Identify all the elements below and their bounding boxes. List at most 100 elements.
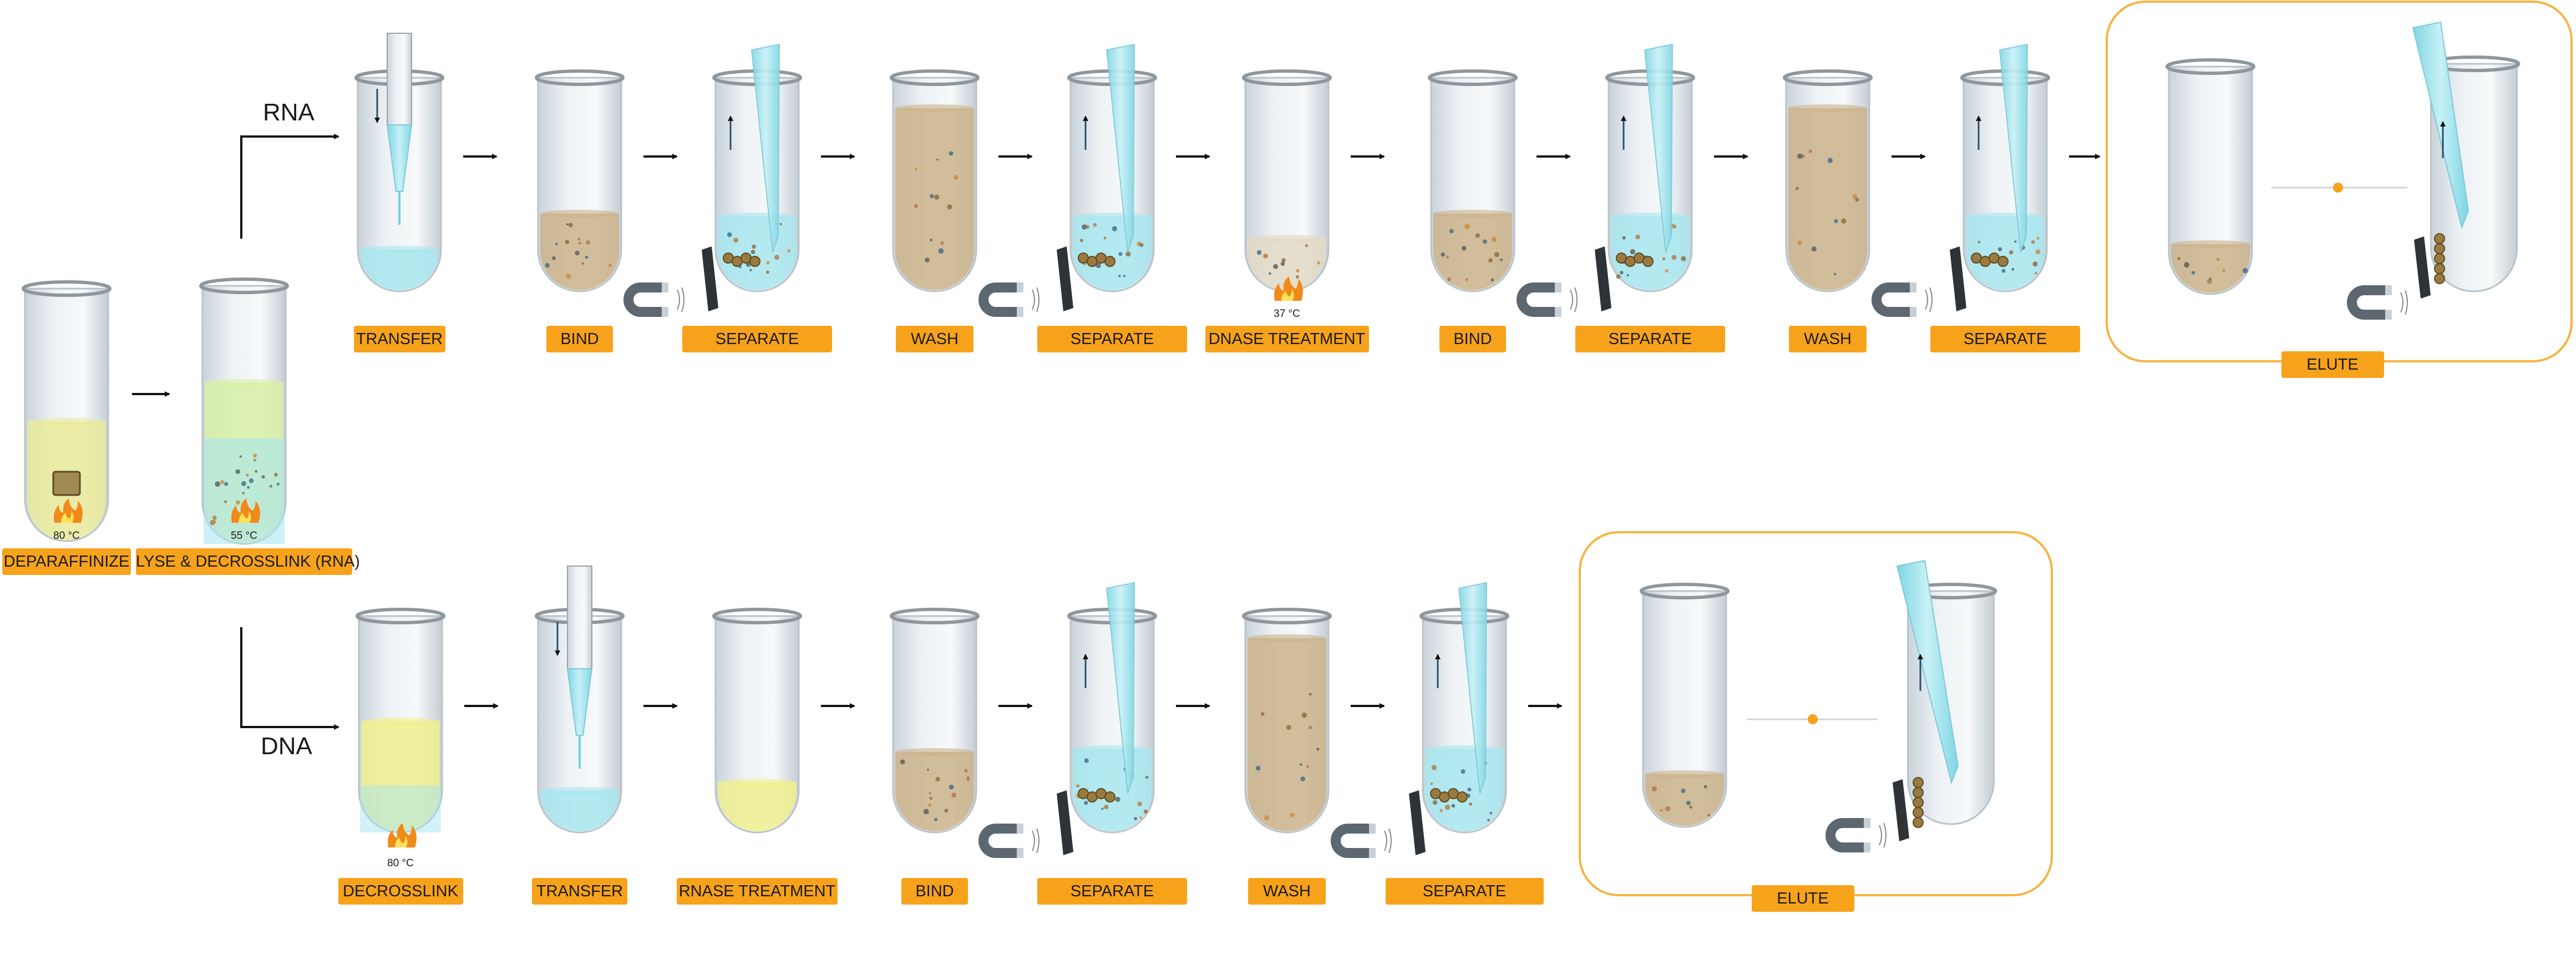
magnet-pole <box>2385 285 2392 295</box>
tissue-sample <box>52 471 81 496</box>
magnet-icon <box>2347 285 2408 320</box>
particle <box>586 240 591 245</box>
magnet-body <box>1825 818 1865 852</box>
particle <box>1123 275 1125 277</box>
particle <box>261 475 265 479</box>
particle <box>1451 804 1456 808</box>
pipette-icon <box>1083 43 1135 253</box>
flame-core <box>395 835 408 847</box>
step-label: TRANSFER <box>532 878 627 905</box>
step-label: SEPARATE <box>1575 326 1725 352</box>
particle <box>545 263 550 268</box>
magnet-pole <box>1555 282 1561 292</box>
particle <box>1651 786 1657 792</box>
particle <box>1317 261 1320 265</box>
magnet-plate <box>2414 236 2431 299</box>
flame <box>388 823 417 847</box>
magnet-body <box>1331 824 1370 858</box>
magnet-field <box>1036 287 1039 312</box>
liquid-surface <box>1248 634 1326 642</box>
particles <box>2177 257 2248 284</box>
liquid-surface <box>540 787 619 795</box>
tube-liquid <box>360 250 439 290</box>
temperature-label: 37 °C <box>1274 308 1300 320</box>
magnetic-beads <box>1078 253 1115 267</box>
bead <box>1457 791 1468 803</box>
pipette-tip <box>1458 582 1488 794</box>
particle <box>929 796 932 800</box>
magnet-field <box>1883 822 1887 848</box>
tube-liquid <box>1248 638 1326 831</box>
step-label: SEPARATE <box>1037 878 1187 905</box>
pipette-tip <box>751 43 780 253</box>
particle <box>1469 802 1473 806</box>
liquid-surface <box>1433 210 1512 218</box>
particle <box>1103 236 1107 240</box>
particle <box>1093 223 1097 227</box>
magnet-plate <box>1893 779 1909 841</box>
particle <box>1475 233 1480 238</box>
particle <box>1273 264 1279 269</box>
magnet-pole <box>2385 310 2392 320</box>
particles <box>900 759 970 821</box>
particle <box>1115 796 1120 802</box>
particle <box>1665 806 1671 811</box>
pipette-shaft <box>387 33 412 125</box>
dna-branch-label: DNA <box>261 733 312 760</box>
pipette-tip <box>386 124 413 192</box>
particle <box>2216 258 2219 261</box>
particle <box>1483 239 1487 244</box>
particle <box>1487 819 1490 822</box>
tube-rim <box>2166 58 2255 75</box>
magnet-icon <box>1825 818 1887 852</box>
particle <box>1280 261 1285 266</box>
particle <box>1084 758 1089 763</box>
pipette-shaft <box>567 566 592 669</box>
particle <box>236 500 240 505</box>
particle <box>1465 278 1468 281</box>
magnet-icon <box>1517 282 1578 317</box>
tube-liquid <box>1433 214 1512 290</box>
tube-rim <box>1242 69 1332 86</box>
particle <box>1686 800 1691 805</box>
liquid-surface <box>718 213 797 220</box>
bead <box>1104 791 1115 803</box>
step-label: BIND <box>901 878 968 905</box>
magnet-plate <box>1950 246 1966 311</box>
tube <box>890 608 980 834</box>
tube <box>1242 608 1332 834</box>
tube <box>712 608 802 834</box>
particle <box>274 473 278 477</box>
tube-liquid <box>1788 108 1867 290</box>
particles <box>1441 224 1503 282</box>
liquid-surface <box>360 246 439 254</box>
particle <box>1084 801 1088 805</box>
pipette-icon <box>374 33 413 225</box>
magnet-field <box>1384 830 1387 851</box>
particle <box>552 256 556 260</box>
bead <box>1104 256 1115 267</box>
particle <box>1430 783 1433 785</box>
liquid-surface <box>361 718 440 725</box>
particle <box>935 776 940 782</box>
tube <box>2166 58 2255 295</box>
particle <box>1626 274 1629 277</box>
particle <box>1500 258 1503 261</box>
bead <box>749 256 760 267</box>
particle <box>246 473 249 477</box>
particle <box>954 175 959 180</box>
magnet-icon <box>1331 824 1392 858</box>
particle <box>2035 272 2037 275</box>
particle <box>1461 245 1467 251</box>
tube-body <box>714 615 800 834</box>
magnet-pole <box>1017 307 1023 317</box>
particle <box>1118 275 1121 277</box>
flame <box>231 498 260 523</box>
magnetic-beads <box>1078 788 1115 803</box>
particle <box>1662 257 1666 261</box>
pipette-icon <box>1083 582 1135 794</box>
magnet-pole <box>1017 282 1023 292</box>
magnet-field <box>1570 289 1573 310</box>
particle <box>930 194 934 199</box>
